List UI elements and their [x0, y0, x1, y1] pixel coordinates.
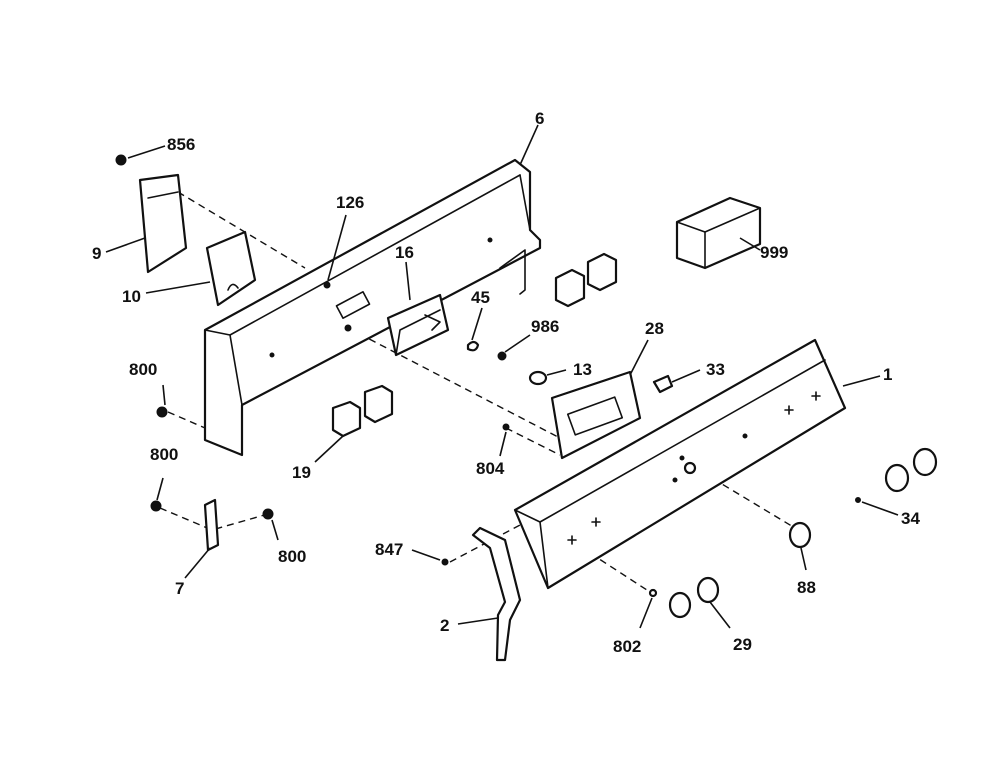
- callout-6: 6: [535, 109, 544, 128]
- part-2-side-trim: [471, 526, 522, 662]
- callout-29: 29: [733, 635, 752, 654]
- callout-33: 33: [706, 360, 725, 379]
- part-13-nut: [528, 370, 548, 386]
- screw-34: [855, 497, 861, 503]
- callout-16: 16: [395, 243, 414, 262]
- callout-800-top: 800: [129, 360, 157, 379]
- callout-804: 804: [476, 459, 505, 478]
- part-45-clip: [466, 340, 480, 352]
- callout-800-mid: 800: [150, 445, 178, 464]
- part-19-switches-left: [331, 384, 394, 438]
- callout-2: 2: [440, 616, 449, 635]
- callout-986: 986: [531, 317, 559, 336]
- part-19-switches-right: [554, 252, 618, 308]
- callout-13: 13: [573, 360, 592, 379]
- part-9-bracket: [138, 173, 188, 274]
- callout-800-right: 800: [278, 547, 306, 566]
- part-28-display-bracket: [550, 370, 642, 460]
- screws-800: [150, 406, 274, 520]
- screw-856: [115, 154, 127, 166]
- callout-19: 19: [292, 463, 311, 482]
- screw-847: [441, 558, 449, 566]
- screw-802: [648, 588, 658, 598]
- knob-88: [788, 521, 812, 549]
- part-10-bracket: [205, 230, 257, 307]
- callout-45: 45: [471, 288, 490, 307]
- part-999-box: [675, 196, 762, 270]
- callout-7: 7: [175, 579, 184, 598]
- callout-1: 1: [883, 365, 892, 384]
- callout-34: 34: [901, 509, 920, 528]
- part-7-bracket: [203, 498, 220, 552]
- knobs-29: [668, 576, 720, 619]
- part-1-control-panel: [513, 338, 847, 590]
- callout-847: 847: [375, 540, 403, 559]
- callout-802: 802: [613, 637, 641, 656]
- callout-126: 126: [336, 193, 364, 212]
- part-16-switch: [386, 293, 450, 357]
- callout-28: 28: [645, 319, 664, 338]
- callout-88: 88: [797, 578, 816, 597]
- screw-804: [502, 423, 510, 431]
- callout-856: 856: [167, 135, 195, 154]
- part-33-clip: [652, 374, 674, 394]
- callout-999: 999: [760, 243, 788, 262]
- part-6-rear-panel: [203, 158, 542, 457]
- callout-9: 9: [92, 244, 101, 263]
- knobs-34-group: [884, 447, 938, 493]
- callout-labels: 856 6 126 9 10 16 45 986 28 999 13 33 1 …: [92, 109, 920, 656]
- callout-10: 10: [122, 287, 141, 306]
- leader-lines: [105, 124, 899, 629]
- part-986-washer: [497, 351, 507, 361]
